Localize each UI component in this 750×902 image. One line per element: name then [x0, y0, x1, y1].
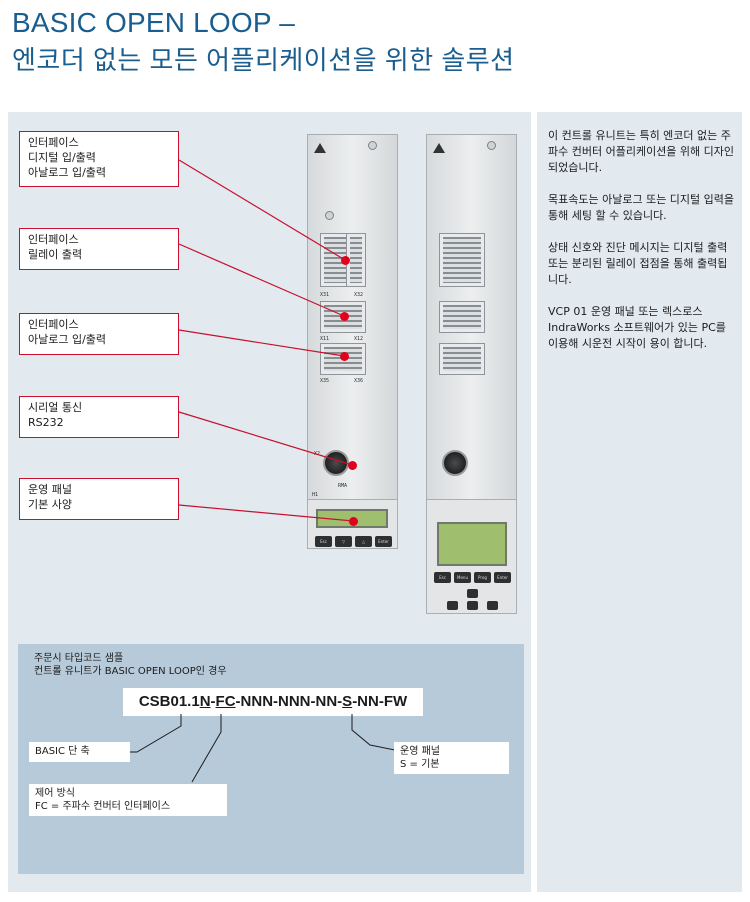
left-arrow-key — [447, 601, 458, 610]
connector-label: RMA — [338, 483, 348, 489]
callout-relay-output: 인터페이스 릴레이 출력 — [19, 228, 179, 270]
title-line-1: BASIC OPEN LOOP – — [12, 7, 295, 38]
connector-x31-x32 — [346, 233, 366, 287]
warning-icon — [433, 143, 445, 153]
connector-x35-x36 — [439, 343, 485, 375]
callout-analog-io: 인터페이스 아날로그 입/출력 — [19, 313, 179, 355]
screw-icon — [487, 141, 496, 150]
label-control-method: 제어 방식 FC = 주파수 컨버터 인터페이스 — [29, 784, 227, 816]
connector-x31-x32 — [439, 233, 485, 287]
up-key: △ — [355, 536, 372, 547]
marker-dot — [340, 312, 349, 321]
description-paragraph: 이 컨트롤 유니트는 특히 엔코더 없는 주파수 컨버터 어플리케이션을 위해 … — [548, 129, 735, 174]
panel-keys: Esc ▽ △ Enter — [315, 536, 392, 547]
control-unit-basic: X31 X32 X11 X12 X35 X36 X2 H1 RMA — [307, 134, 398, 547]
operating-panel-comfort: Esc Menu Prog Enter — [426, 499, 517, 614]
screw-icon — [368, 141, 377, 150]
connector-label: X11 — [320, 336, 330, 342]
right-arrow-key — [487, 601, 498, 610]
label-operating-panel: 운영 패널 S = 기본 — [394, 742, 509, 774]
description-text: 이 컨트롤 유니트는 특히 엔코더 없는 주파수 컨버터 어플리케이션을 위해 … — [548, 128, 736, 368]
page-title: BASIC OPEN LOOP – 엔코더 없는 모든 어플리케이션을 위한 솔… — [12, 6, 742, 80]
label-basic-axis: BASIC 단 축 — [29, 742, 130, 762]
order-code-heading: 주문시 타입코드 샘플 컨트롤 유니트가 BASIC OPEN LOOP인 경우 — [34, 653, 227, 677]
connector-label: X32 — [354, 292, 364, 298]
type-code: CSB01.1N-FC-NNN-NNN-NN-S-NN-FW — [123, 688, 423, 716]
enter-key: Enter — [494, 572, 511, 583]
connector-label: X35 — [320, 378, 330, 384]
esc-key: Esc — [315, 536, 332, 547]
menu-key: Menu — [454, 572, 471, 583]
connector-label: H1 — [312, 492, 319, 498]
marker-dot — [348, 461, 357, 470]
prog-key: Prog — [474, 572, 491, 583]
up-arrow-key — [467, 589, 478, 598]
down-key: ▽ — [335, 536, 352, 547]
esc-key: Esc — [434, 572, 451, 583]
rs232-port — [442, 450, 468, 476]
control-unit-comfort — [426, 134, 517, 547]
callout-operating-panel: 운영 패널 기본 사양 — [19, 478, 179, 520]
title-line-2: 엔코더 없는 모든 어플리케이션을 위한 솔루션 — [12, 45, 515, 75]
connector-label: X36 — [354, 378, 364, 384]
warning-icon — [314, 143, 326, 153]
callout-serial-rs232: 시리얼 통신 RS232 — [19, 396, 179, 438]
down-arrow-key — [467, 601, 478, 610]
panel-keys: Esc Menu Prog Enter — [434, 572, 511, 583]
marker-dot — [341, 256, 350, 265]
lcd-display — [437, 522, 507, 566]
connector-x11-x12 — [439, 301, 485, 333]
description-paragraph: 상태 신호와 진단 메시지는 디지털 출력 또는 분리된 릴레이 접점을 통해 … — [548, 241, 728, 286]
marker-dot — [349, 517, 358, 526]
connector-label: X12 — [354, 336, 364, 342]
description-panel — [537, 112, 742, 892]
description-paragraph: 목표속도는 아날로그 또는 디지털 입력을 통해 세팅 할 수 있습니다. — [548, 193, 735, 222]
description-paragraph: VCP 01 운영 패널 또는 렉스로스 IndraWorks 소프트웨어가 있… — [548, 305, 726, 350]
enter-key: Enter — [375, 536, 392, 547]
screw-icon — [325, 211, 334, 220]
callout-digital-analog-io: 인터페이스 디지털 입/출력 아날로그 입/출력 — [19, 131, 179, 187]
connector-label: X31 — [320, 292, 330, 298]
marker-dot — [340, 352, 349, 361]
